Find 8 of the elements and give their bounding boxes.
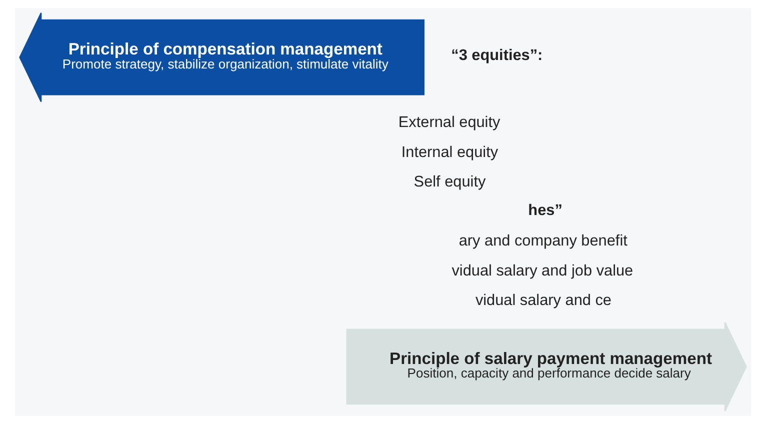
label: hes” [528,202,562,219]
label: Internal equity [400,144,498,161]
label: Self equity [413,173,486,190]
label: External equity [398,114,500,132]
label: vidual salary and ce [474,292,611,309]
label: ary and company benefit [458,232,627,250]
label: “3 equities”: [450,47,542,64]
label: vidual salary and job value [451,262,633,280]
